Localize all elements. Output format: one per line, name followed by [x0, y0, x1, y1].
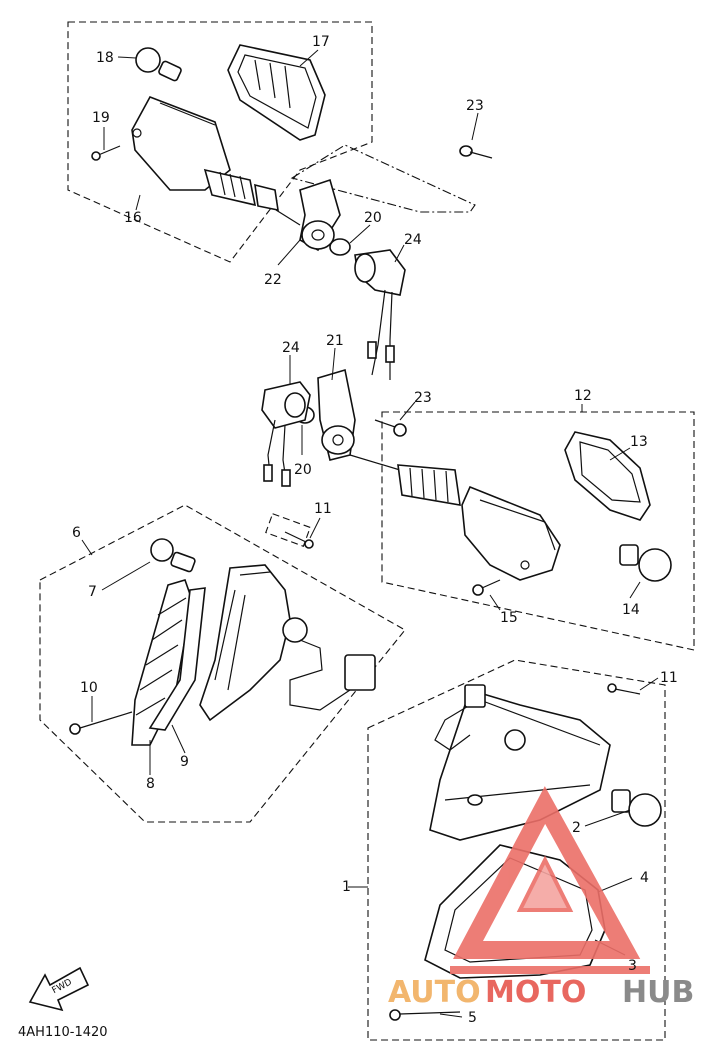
callout-15: 15 — [500, 610, 518, 626]
callout-1: 1 — [342, 879, 351, 895]
watermark-moto: MOTO — [485, 975, 586, 1010]
bracket-22 — [299, 178, 341, 252]
bulb-7 — [150, 538, 196, 573]
group-box-6 — [39, 504, 406, 823]
callout-5: 5 — [468, 1010, 477, 1026]
callout-3: 3 — [628, 958, 637, 974]
callout-18: 18 — [96, 50, 114, 66]
connector-24-upper — [354, 249, 406, 380]
watermark-hub: HUB — [622, 975, 694, 1010]
callout-8: 8 — [146, 776, 155, 792]
lens-17 — [227, 44, 326, 141]
callout-11-right: 11 — [660, 670, 678, 686]
callout-2: 2 — [572, 820, 581, 836]
callout-17: 17 — [312, 34, 330, 50]
callout-9: 9 — [180, 754, 189, 770]
callout-12: 12 — [574, 388, 592, 404]
leader-lines — [81, 49, 659, 1018]
callout-20-upper: 20 — [364, 210, 382, 226]
callout-13: 13 — [630, 434, 648, 450]
callout-23-upper: 23 — [466, 98, 484, 114]
bolt-23-upper — [459, 145, 493, 159]
group-box-1 — [367, 659, 666, 1041]
group-box-16 — [67, 21, 373, 263]
screw-5 — [389, 1009, 461, 1021]
bulb-2 — [611, 789, 662, 827]
screw-15 — [472, 579, 501, 596]
callout-14: 14 — [622, 602, 640, 618]
callout-24-lower: 24 — [282, 340, 300, 356]
flush-signal-housing-1 — [429, 684, 611, 841]
turn-signal-housing-16 — [131, 96, 301, 226]
callout-23-lower: 23 — [414, 390, 432, 406]
flush-signal-housing-6 — [199, 564, 376, 722]
gasket-9 — [148, 587, 206, 731]
lens-13 — [564, 431, 651, 521]
watermark-logo — [450, 786, 650, 974]
callout-19: 19 — [92, 110, 110, 126]
grommet-20-upper — [329, 238, 351, 256]
turn-signal-housing-12 — [349, 454, 561, 581]
screw-19 — [91, 145, 121, 161]
callout-16: 16 — [124, 210, 142, 226]
bulb-18 — [135, 47, 182, 82]
screw-11-right — [607, 683, 641, 695]
lens-8 — [131, 579, 193, 746]
callout-11-left: 11 — [314, 501, 332, 517]
connector-24-lower — [261, 381, 311, 487]
part-code: 4AH110-1420 — [18, 1025, 108, 1040]
callout-4: 4 — [640, 870, 649, 886]
callout-7: 7 — [88, 584, 97, 600]
group-box-12 — [381, 411, 695, 651]
group-box-22 — [290, 144, 476, 213]
callout-22: 22 — [264, 272, 282, 288]
watermark-auto: AUTO — [388, 975, 481, 1010]
callout-20-lower: 20 — [294, 462, 312, 478]
bracket-21 — [317, 368, 356, 461]
screw-10 — [69, 711, 133, 735]
callout-21: 21 — [326, 333, 344, 349]
fwd-arrow-icon: FWD — [28, 966, 90, 1012]
callout-24-upper: 24 — [404, 232, 422, 248]
bolt-23-lower — [374, 419, 407, 437]
bulb-14 — [619, 544, 672, 582]
callout-6: 6 — [72, 525, 81, 541]
screw-11-left — [265, 513, 314, 549]
callout-10: 10 — [80, 680, 98, 696]
